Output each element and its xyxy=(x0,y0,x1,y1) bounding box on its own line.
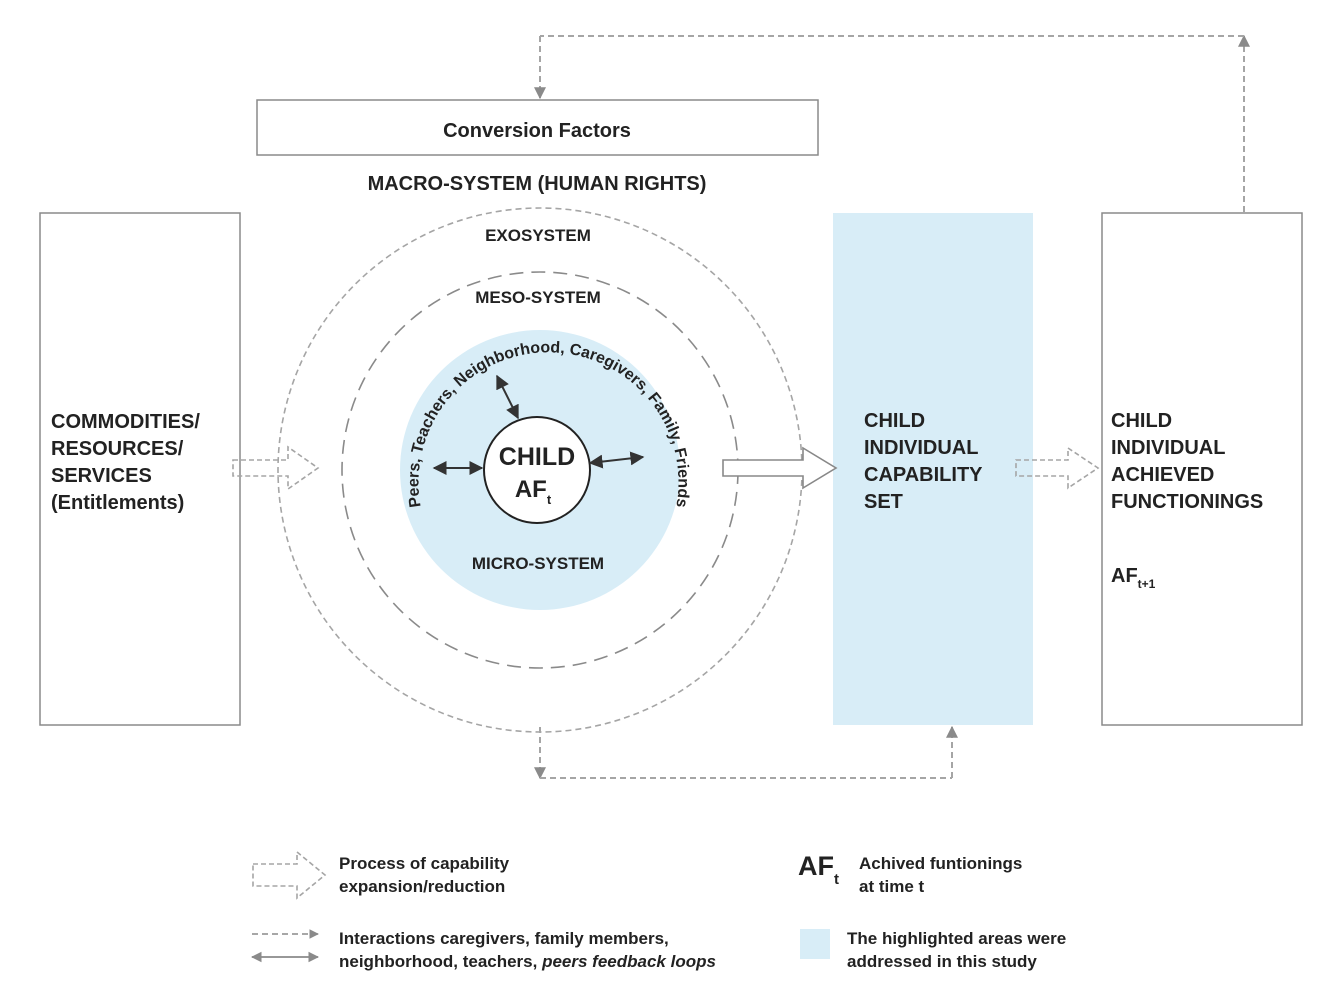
commodities-box: COMMODITIES/ RESOURCES/ SERVICES (Entitl… xyxy=(39,212,241,726)
legend-highlight-text: The highlighted areas were addressed in … xyxy=(847,927,1066,973)
legend-interactions-line-2-italic: peers feedback loops xyxy=(542,952,716,971)
legend-highlight-line-2: addressed in this study xyxy=(847,952,1037,971)
micro-system-label: MICRO-SYSTEM xyxy=(472,554,604,573)
commodities-line-3: SERVICES xyxy=(51,465,152,487)
child-af-subscript: t xyxy=(547,492,552,507)
functionings-line-2: INDIVIDUAL xyxy=(1111,437,1225,459)
legend-process-text: Process of capability expansion/reductio… xyxy=(339,852,509,898)
legend-af-line-1: Achived funtionings xyxy=(859,854,1023,873)
commodities-line-1: COMMODITIES/ xyxy=(51,411,200,433)
legend-interactions-line-2: neighborhood, teachers, peers feedback l… xyxy=(339,950,716,973)
capability-line-1: CHILD xyxy=(864,410,925,432)
functionings-af: AFt+1 xyxy=(1111,565,1156,591)
legend-af-text: Achived funtionings at time t xyxy=(859,852,1022,898)
process-arrow-center xyxy=(722,446,838,490)
child-label: CHILD xyxy=(499,443,575,471)
functionings-line-1: CHILD xyxy=(1111,410,1172,432)
capability-set-box: CHILD INDIVIDUAL CAPABILITY SET xyxy=(833,213,1033,725)
macro-system-label: MACRO-SYSTEM (HUMAN RIGHTS) xyxy=(368,173,707,195)
meso-system-label: MESO-SYSTEM xyxy=(475,288,601,307)
conversion-factors-box: Conversion Factors xyxy=(256,99,819,156)
legend-interactions-text: Interactions caregivers, family members,… xyxy=(339,927,716,973)
capability-line-4: SET xyxy=(864,491,903,513)
conversion-factors-label: Conversion Factors xyxy=(443,120,631,142)
functionings-af-subscript: t+1 xyxy=(1138,577,1156,591)
functionings-line-3: ACHIEVED xyxy=(1111,464,1214,486)
legend-highlight-swatch xyxy=(800,929,830,959)
commodities-line-4: (Entitlements) xyxy=(51,492,184,514)
commodities-line-2: RESOURCES/ xyxy=(51,438,184,460)
capability-line-2: INDIVIDUAL xyxy=(864,437,978,459)
legend-af-subscript: t xyxy=(834,871,839,888)
child-arrow-top xyxy=(496,374,519,420)
legend-highlight-line-1: The highlighted areas were xyxy=(847,929,1067,948)
legend-process-line-1: Process of capability xyxy=(339,854,510,873)
exosystem-label: EXOSYSTEM xyxy=(485,226,591,245)
process-arrow-left xyxy=(232,445,320,491)
feedback-loop-bottom xyxy=(534,725,958,780)
legend-process-line-2: expansion/reduction xyxy=(339,877,506,896)
legend-interactions-line-1: Interactions caregivers, family members, xyxy=(339,929,669,948)
capability-line-3: CAPABILITY xyxy=(864,464,983,486)
legend-af-symbol: AFt xyxy=(798,851,839,888)
child-arrow-right xyxy=(588,451,645,469)
child-af: AFt xyxy=(515,476,552,507)
legend-interactions-line-2-plain: neighborhood, teachers, xyxy=(339,952,543,971)
functionings-box: CHILD INDIVIDUAL ACHIEVED FUNCTIONINGS A… xyxy=(1101,212,1303,726)
functionings-line-4: FUNCTIONINGS xyxy=(1111,491,1263,513)
child-node: CHILD AFt xyxy=(483,416,591,524)
legend-process-arrow-icon xyxy=(252,850,327,900)
feedback-loop-top xyxy=(534,34,1250,212)
legend-af-line-2: at time t xyxy=(859,877,925,896)
